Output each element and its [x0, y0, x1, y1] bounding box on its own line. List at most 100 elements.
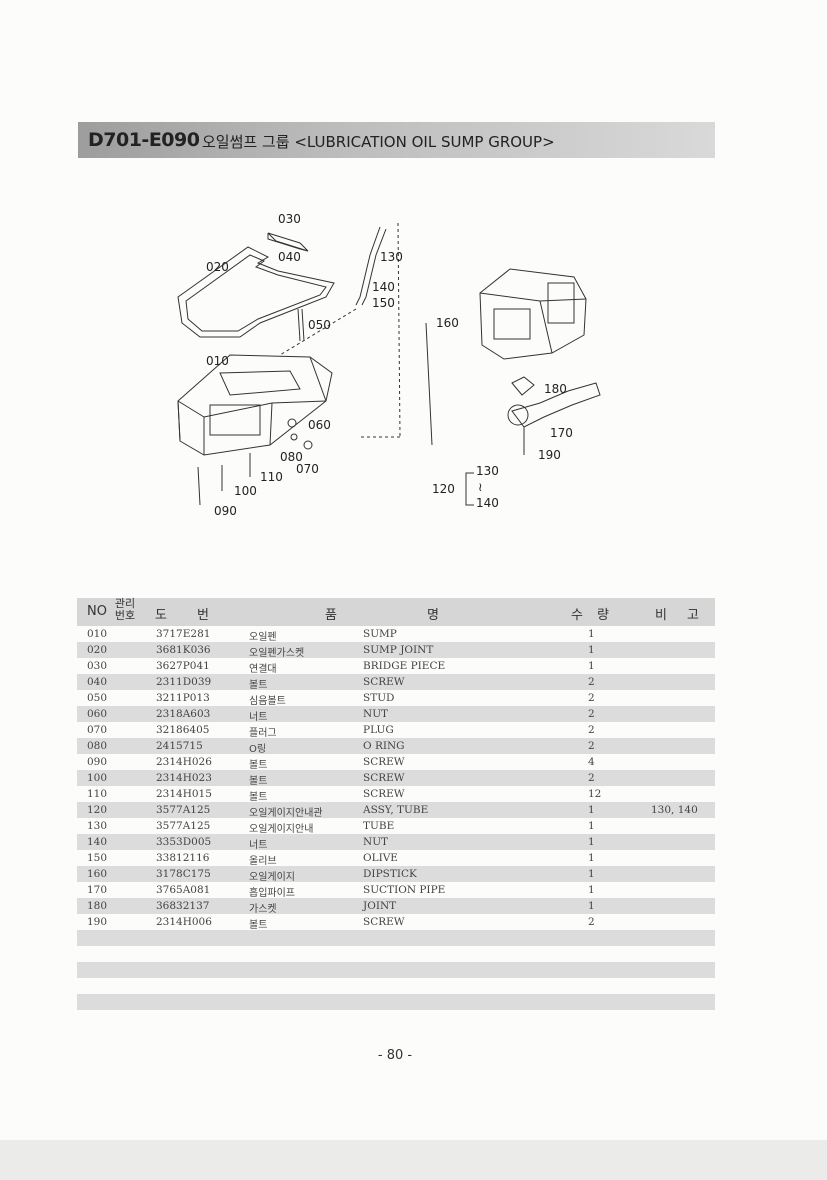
cell-name-en: TUBE [363, 820, 395, 832]
label-110: 110 [260, 470, 283, 484]
cell-no: 190 [87, 916, 108, 928]
cell-name-en: SUMP [363, 628, 397, 640]
bridge-piece-shape [267, 232, 309, 252]
cell-qty: 2 [588, 692, 595, 704]
cell-no: 030 [87, 660, 108, 672]
cell-name-kr: O링 [249, 744, 267, 755]
cell-name-en: O RING [363, 740, 405, 752]
cell-part-no: 3178C175 [156, 868, 211, 880]
cell-part-no: 3627P041 [156, 660, 210, 672]
cell-part-no: 3577A125 [156, 804, 211, 816]
cell-name-kr: 연결대 [249, 664, 277, 675]
cell-qty: 2 [588, 772, 595, 784]
label-190: 190 [538, 448, 561, 462]
table-blank-row [77, 930, 715, 946]
cell-qty: 1 [588, 628, 595, 640]
cell-qty: 2 [588, 708, 595, 720]
label-100: 100 [234, 484, 257, 498]
cell-part-no: 32186405 [156, 724, 210, 736]
label-060: 060 [308, 418, 331, 432]
cell-name-kr: 오일게이지안내 [249, 824, 314, 835]
cell-name-en: SUCTION PIPE [363, 884, 446, 896]
dipstick-tube-shape [355, 226, 381, 306]
label-020: 020 [206, 260, 229, 274]
cell-qty: 1 [588, 852, 595, 864]
cell-part-no: 3681K036 [156, 644, 211, 656]
cell-name-kr: 볼트 [249, 792, 268, 803]
label-130-assy: 130 [476, 464, 499, 478]
assy-bracket [465, 472, 474, 506]
cell-no: 180 [87, 900, 108, 912]
cell-part-no: 2314H026 [156, 756, 212, 768]
cell-name-kr: 볼트 [249, 680, 268, 691]
cell-qty: 1 [588, 804, 595, 816]
sump-gasket-shape [177, 246, 335, 338]
cell-qty: 2 [588, 916, 595, 928]
cell-name-en: SCREW [363, 676, 405, 688]
cell-name-kr: 오일펜 [249, 632, 277, 643]
cell-part-no: 2314H023 [156, 772, 212, 784]
table-row: 160 3178C175 오일게이지 DIPSTICK 1 [77, 866, 715, 883]
cell-no: 080 [87, 740, 108, 752]
cell-name-en: NUT [363, 708, 389, 720]
cell-part-no: 3211P013 [156, 692, 210, 704]
header-note: 비고 [655, 608, 719, 623]
cell-name-kr: 볼트 [249, 776, 268, 787]
label-120: 120 [432, 482, 455, 496]
table-blank-row [77, 994, 715, 1010]
label-040: 040 [278, 250, 301, 264]
cell-part-no: 33812116 [156, 852, 210, 864]
cell-qty: 1 [588, 660, 595, 672]
oring-shape [290, 433, 298, 441]
cell-part-no: 2314H015 [156, 788, 212, 800]
cell-name-kr: 오일펜가스켓 [249, 648, 305, 659]
cell-qty: 1 [588, 836, 595, 848]
cell-name-kr: 오일게이지 [249, 872, 295, 883]
cell-no: 060 [87, 708, 108, 720]
cell-part-no: 2415715 [156, 740, 203, 752]
cell-name-en: DIPSTICK [363, 868, 417, 880]
cell-qty: 1 [588, 884, 595, 896]
cell-qty: 2 [588, 740, 595, 752]
table-blank-row [77, 962, 715, 978]
label-050: 050 [308, 318, 331, 332]
cell-name-kr: 올리브 [249, 856, 277, 867]
nut-shape [287, 418, 297, 428]
cell-qty: 12 [588, 788, 602, 800]
cell-no: 130 [87, 820, 108, 832]
cell-part-no: 2311D039 [156, 676, 212, 688]
label-070: 070 [296, 462, 319, 476]
plug-shape [303, 440, 313, 450]
suction-pipe-shape [511, 382, 601, 428]
cell-part-no: 3765A081 [156, 884, 211, 896]
label-140-assy: 140 [476, 496, 499, 510]
cell-no: 140 [87, 836, 108, 848]
cell-no: 010 [87, 628, 108, 640]
label-180: 180 [544, 382, 567, 396]
cell-name-kr: 플러그 [249, 728, 277, 739]
bolt-090-shape [197, 466, 201, 506]
cell-part-no: 2318A603 [156, 708, 211, 720]
cell-name-en: ASSY, TUBE [363, 804, 429, 816]
cell-no: 090 [87, 756, 108, 768]
cell-no: 120 [87, 804, 108, 816]
cell-qty: 1 [588, 868, 595, 880]
parts-table-header: NO 관리 번호 도번 품명 수량 비고 [77, 598, 715, 626]
cell-no: 050 [87, 692, 108, 704]
dipstick-shape [425, 322, 433, 446]
cell-part-no: 36832137 [156, 900, 210, 912]
cell-no: 160 [87, 868, 108, 880]
label-160: 160 [436, 316, 459, 330]
cell-name-en: OLIVE [363, 852, 398, 864]
